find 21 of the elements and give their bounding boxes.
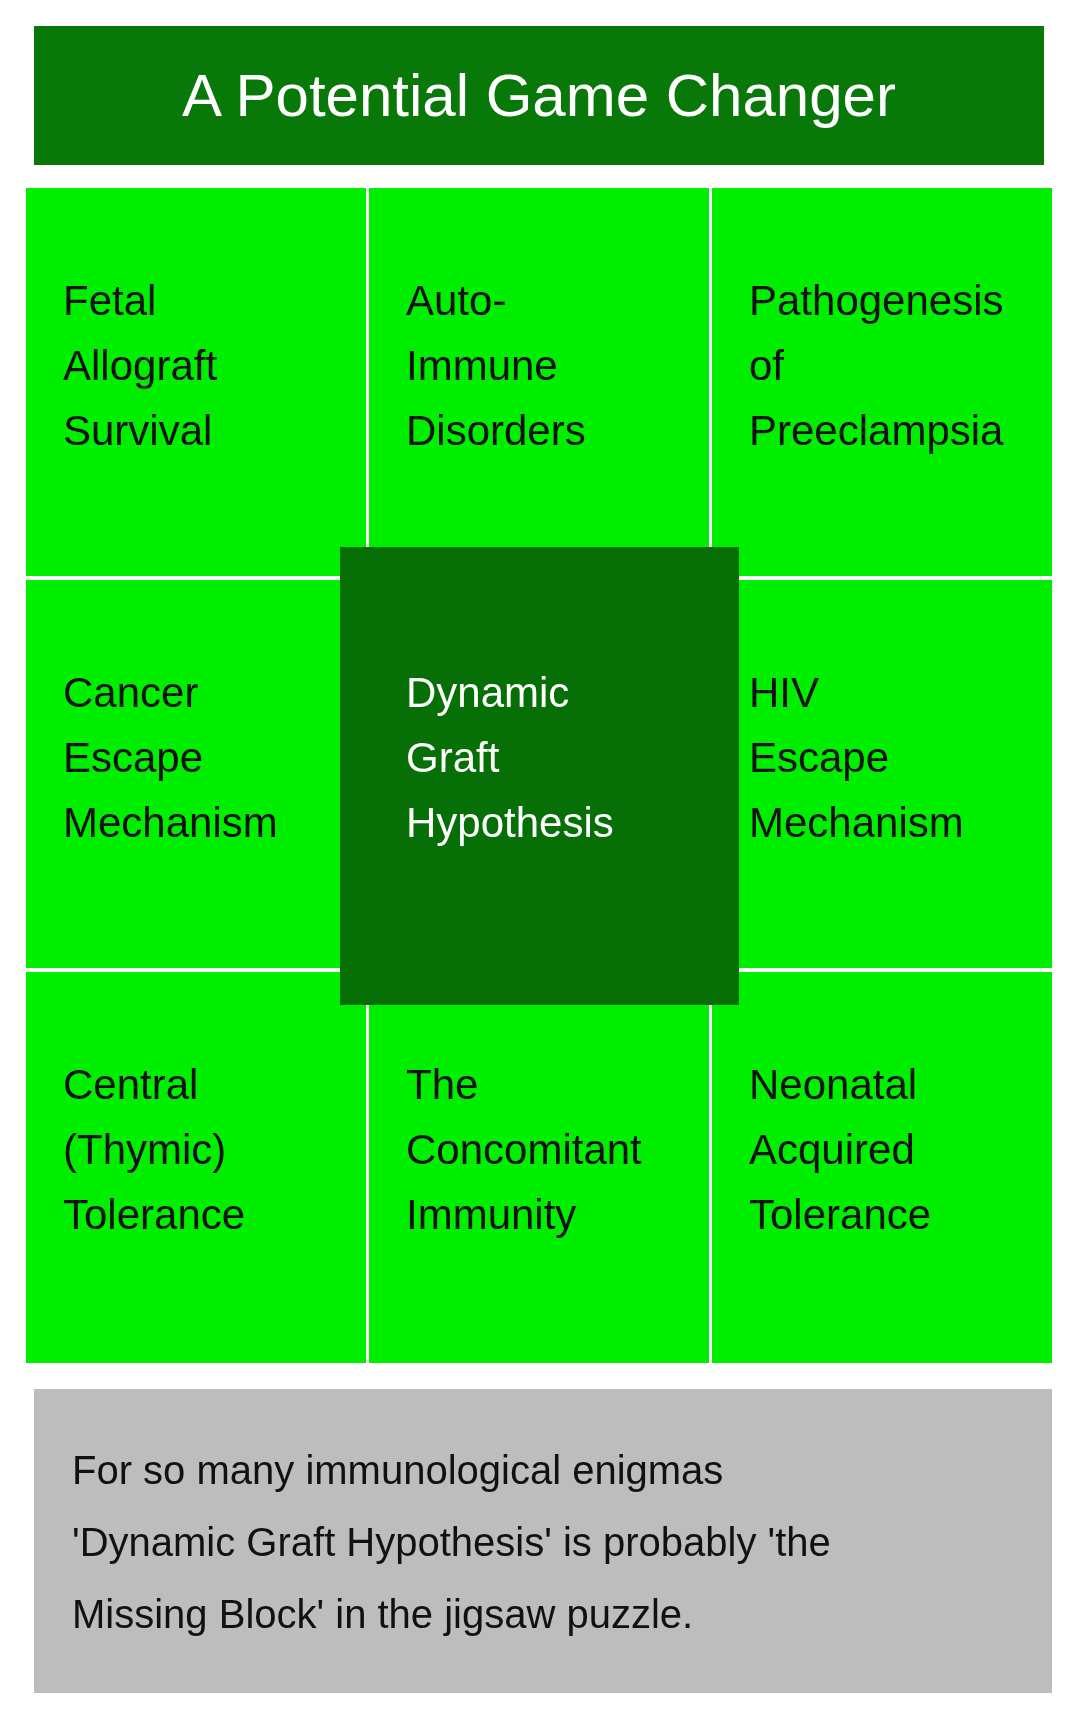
topic-cell [712,188,1052,576]
note-panel [34,1389,1052,1693]
topic-cell [26,972,366,1363]
topic-label: Auto- Immune Disorders [406,276,586,456]
topic-cell [712,972,1052,1363]
topic-label: Neonatal Acquired Tolerance [749,1060,932,1240]
topic-cell [739,580,1052,968]
title-banner: A Potential Game Changer [34,26,1044,165]
note-text: For so many immunological enigmas 'Dynamic Graft Hypothesis' is probably 'the Missing Block' in the jigsaw puzzle. [72,1447,832,1638]
topic-label: Fetal Allograft Survival [63,276,218,456]
central-box [340,547,739,1005]
topic-label: HIV Escape Mechanism [749,668,964,848]
topic-cell [369,188,709,547]
topic-cell [26,188,366,576]
topic-label: The Concomitant Immunity [406,1060,642,1240]
topic-cell [369,1005,709,1363]
topic-label: Dynamic Graft Hypothesis [406,668,614,848]
topic-cell [26,580,340,968]
topic-label: Pathogenesis of Preeclampsia [749,276,1004,456]
topic-label: Cancer Escape Mechanism [63,668,278,848]
topic-label: Central (Thymic) Tolerance [63,1060,246,1240]
